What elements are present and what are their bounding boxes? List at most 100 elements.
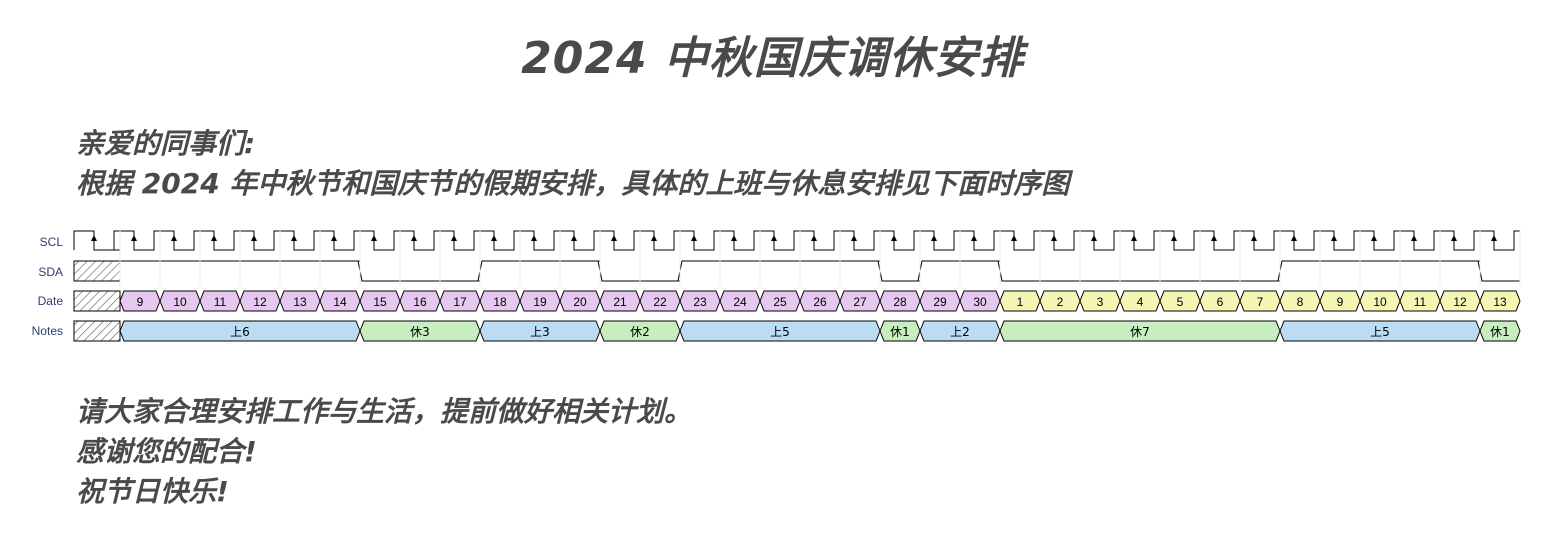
- date-value: 24: [733, 295, 747, 309]
- clock-edge-arrow: [411, 235, 417, 241]
- period-label: 休7: [1130, 325, 1150, 339]
- date-value: 16: [413, 295, 427, 309]
- date-value: 10: [1373, 295, 1387, 309]
- period-label: 上3: [530, 325, 550, 339]
- clock-edge-arrow: [1451, 235, 1457, 241]
- greeting-line: 亲爱的同事们:: [76, 127, 256, 160]
- period-label: 休3: [410, 325, 430, 339]
- clock-edge-arrow: [691, 235, 697, 241]
- clock-edge-arrow: [731, 235, 737, 241]
- date-value: 14: [333, 295, 347, 309]
- clock-edge-arrow: [1211, 235, 1217, 241]
- date-value: 28: [893, 295, 907, 309]
- clock-edge-arrow: [251, 235, 257, 241]
- date-value: 1: [1017, 295, 1024, 309]
- date-value: 13: [293, 295, 307, 309]
- date-cell: [1479, 290, 1521, 312]
- date-value: 20: [573, 295, 587, 309]
- period-label: 上6: [230, 325, 250, 339]
- clock-edge-arrow: [1411, 235, 1417, 241]
- date-value: 27: [853, 295, 867, 309]
- date-value: 5: [1177, 295, 1184, 309]
- date-value: 17: [453, 295, 467, 309]
- clock-edge-arrow: [1251, 235, 1257, 241]
- date-value: 18: [493, 295, 507, 309]
- date-value: 9: [137, 295, 144, 309]
- clock-edge-arrow: [1371, 235, 1377, 241]
- intro-text: 亲爱的同事们: 根据 2024 年中秋节和国庆节的假期安排，具体的上班与休息安排…: [76, 124, 1069, 204]
- clock-edge-arrow: [451, 235, 457, 241]
- sda-waveform: [73, 228, 1521, 286]
- clock-edge-arrow: [1091, 235, 1097, 241]
- sda-label: SDA: [38, 265, 63, 279]
- clock-edge-arrow: [131, 235, 137, 241]
- clock-edge-arrow: [371, 235, 377, 241]
- scl-line: [73, 230, 1520, 251]
- clock-edge-arrow: [331, 235, 337, 241]
- sda-line: [120, 260, 1520, 282]
- period-label: 上5: [770, 325, 790, 339]
- date-value: 12: [1453, 295, 1467, 309]
- date-label: Date: [38, 294, 64, 308]
- clock-edge-arrow: [771, 235, 777, 241]
- date-value: 11: [214, 295, 227, 309]
- date-value: 22: [653, 295, 667, 309]
- date-undefined-region: [73, 290, 121, 312]
- period-label: 休1: [1490, 325, 1510, 339]
- date-value: 23: [693, 295, 707, 309]
- date-value: 4: [1137, 295, 1144, 309]
- closing-line-3: 祝节日快乐!: [76, 475, 229, 508]
- clock-edge-arrow: [611, 235, 617, 241]
- period-label: 上2: [950, 325, 970, 339]
- date-value: 12: [253, 295, 267, 309]
- clock-edge-arrow: [211, 235, 217, 241]
- date-value: 11: [1414, 295, 1427, 309]
- date-value: 30: [973, 295, 987, 309]
- period-label: 休2: [630, 325, 650, 339]
- sda-undefined-region: [73, 260, 121, 282]
- clock-edge-arrow: [91, 235, 97, 241]
- closing-text: 请大家合理安排工作与生活，提前做好相关计划。 感谢您的配合! 祝节日快乐!: [76, 392, 692, 512]
- date-value: 19: [533, 295, 547, 309]
- notes-label: Notes: [32, 324, 63, 338]
- clock-edge-arrow: [1491, 235, 1497, 241]
- date-value: 2: [1057, 295, 1064, 309]
- closing-line-2: 感谢您的配合!: [76, 435, 257, 468]
- date-value: 13: [1493, 295, 1507, 309]
- clock-edge-arrow: [291, 235, 297, 241]
- clock-edge-arrow: [1171, 235, 1177, 241]
- clock-edge-arrow: [531, 235, 537, 241]
- date-value: 3: [1097, 295, 1104, 309]
- clock-edge-arrow: [1291, 235, 1297, 241]
- date-value: 26: [813, 295, 827, 309]
- scl-label: SCL: [40, 235, 64, 249]
- clock-edge-arrow: [1331, 235, 1337, 241]
- intro-line: 根据 2024 年中秋节和国庆节的假期安排，具体的上班与休息安排见下面时序图: [76, 167, 1070, 200]
- notes-row: 上6 休3 上3 休2 上5 休1 上2 休7 上5 休1: [73, 320, 1521, 342]
- clock-edge-arrow: [971, 235, 977, 241]
- closing-line-1: 请大家合理安排工作与生活，提前做好相关计划。: [76, 395, 693, 428]
- scl-waveform: [73, 230, 1520, 251]
- date-value: 15: [373, 295, 387, 309]
- date-value: 9: [1337, 295, 1344, 309]
- date-value: 8: [1297, 295, 1304, 309]
- clock-edge-arrow: [1051, 235, 1057, 241]
- clock-edge-arrow: [851, 235, 857, 241]
- clock-edge-arrow: [1131, 235, 1137, 241]
- notes-undefined-region: [73, 320, 121, 342]
- date-value: 25: [773, 295, 787, 309]
- date-value: 10: [173, 295, 187, 309]
- period-label: 休1: [890, 325, 910, 339]
- date-value: 29: [933, 295, 947, 309]
- clock-edge-arrow: [1011, 235, 1017, 241]
- clock-edge-arrow: [651, 235, 657, 241]
- clock-edge-arrow: [931, 235, 937, 241]
- rest-period: [1479, 320, 1521, 342]
- clock-edge-arrow: [891, 235, 897, 241]
- clock-edge-arrow: [171, 235, 177, 241]
- date-value: 21: [613, 295, 627, 309]
- clock-edge-arrow: [571, 235, 577, 241]
- period-label: 上5: [1370, 325, 1390, 339]
